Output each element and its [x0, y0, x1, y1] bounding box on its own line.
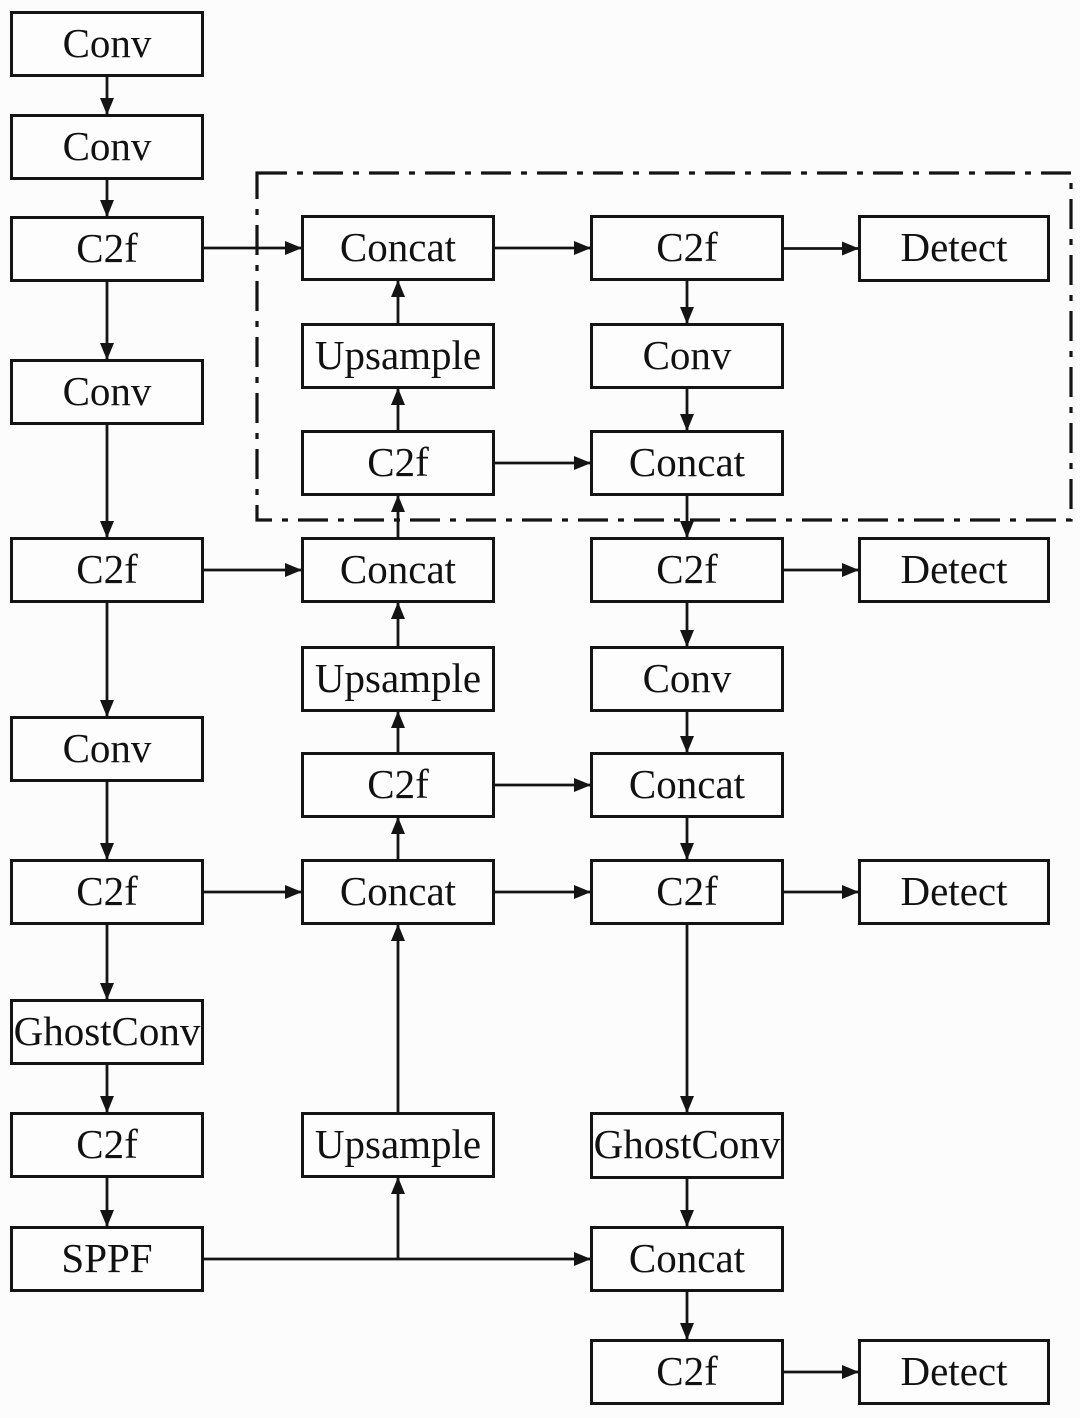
node-label: Upsample [314, 654, 482, 701]
node-b1-conv: Conv [10, 11, 204, 77]
node-n6-c2f: C2f [301, 752, 495, 818]
node-label: C2f [656, 867, 718, 914]
node-n5-upsample: Upsample [301, 646, 495, 712]
node-label: Concat [628, 438, 746, 485]
node-b10-sppf: SPPF [10, 1226, 204, 1292]
node-b3-c2f: C2f [10, 216, 204, 282]
node-h1-c2f: C2f [590, 215, 784, 281]
node-label: Concat [628, 1234, 746, 1281]
node-label: Concat [628, 760, 746, 807]
node-b8-ghostconv: GhostConv [10, 999, 204, 1065]
node-label: Detect [900, 545, 1008, 592]
node-n2-upsample: Upsample [301, 323, 495, 389]
node-label: C2f [76, 867, 138, 914]
node-b2-conv: Conv [10, 114, 204, 180]
node-label: C2f [76, 545, 138, 592]
node-label: Conv [642, 331, 732, 378]
node-h10-c2f: C2f [590, 1339, 784, 1405]
node-h6-concat: Concat [590, 752, 784, 818]
node-label: Conv [642, 654, 732, 701]
node-label: C2f [656, 223, 718, 270]
node-h8-ghostconv: GhostConv [590, 1112, 784, 1179]
node-label: Detect [900, 224, 1008, 270]
node-label: Conv [62, 122, 152, 169]
node-h7-c2f: C2f [590, 859, 784, 925]
node-h4-c2f: C2f [590, 537, 784, 603]
node-d4-detect: Detect [858, 1339, 1050, 1405]
node-d3-detect: Detect [858, 859, 1050, 925]
node-label: C2f [76, 224, 138, 271]
node-label: C2f [367, 760, 429, 807]
node-label: GhostConv [13, 1007, 201, 1054]
node-label: C2f [656, 545, 718, 592]
node-label: Conv [62, 367, 152, 414]
node-label: Detect [900, 867, 1008, 914]
node-label: Conv [62, 19, 152, 66]
node-h3-concat: Concat [590, 430, 784, 496]
node-b4-conv: Conv [10, 359, 204, 425]
node-label: Upsample [314, 331, 482, 378]
node-n7-concat: Concat [301, 859, 495, 925]
node-h2-conv: Conv [590, 323, 784, 389]
node-d1-detect: Detect [858, 215, 1050, 282]
node-h9-concat: Concat [590, 1226, 784, 1292]
node-label: C2f [76, 1120, 138, 1167]
node-label: C2f [656, 1347, 718, 1394]
node-label: Concat [339, 223, 457, 270]
node-label: Conv [62, 724, 152, 771]
node-label: Upsample [314, 1120, 482, 1167]
node-d2-detect: Detect [858, 537, 1050, 603]
node-b9-c2f: C2f [10, 1112, 204, 1178]
node-label: SPPF [61, 1234, 153, 1281]
dashed-head-region [255, 171, 1073, 522]
node-b6-conv: Conv [10, 716, 204, 782]
node-label: Detect [900, 1347, 1008, 1394]
node-label: C2f [367, 438, 429, 485]
node-b5-c2f: C2f [10, 537, 204, 603]
node-n1-concat: Concat [301, 215, 495, 281]
node-n4-concat: Concat [301, 537, 495, 603]
node-label: Concat [339, 867, 457, 914]
node-b7-c2f: C2f [10, 859, 204, 925]
node-h5-conv: Conv [590, 646, 784, 712]
node-label: Concat [339, 545, 457, 592]
node-n8-upsample: Upsample [301, 1112, 495, 1178]
node-label: GhostConv [593, 1121, 781, 1167]
node-n3-c2f: C2f [301, 430, 495, 496]
